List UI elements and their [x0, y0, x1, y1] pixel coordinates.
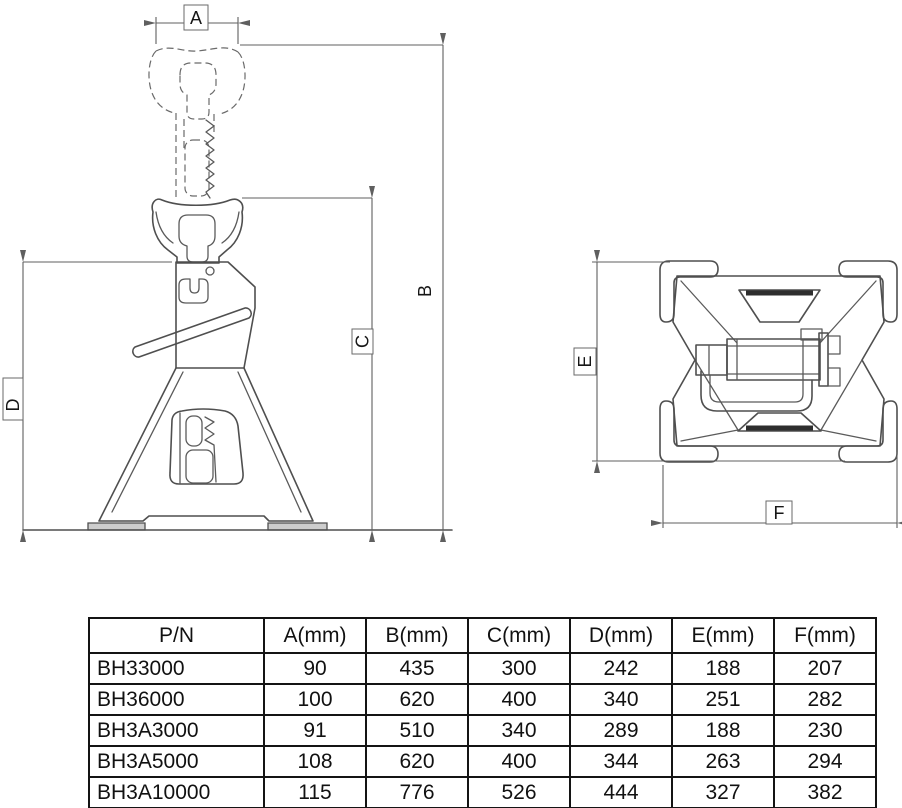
release-handle — [133, 308, 251, 357]
part-number-cell: BH3A3000 — [88, 714, 265, 747]
table-cell: 400 — [467, 745, 571, 778]
part-number-cell: BH3A10000 — [88, 776, 265, 808]
table-cell: 300 — [467, 652, 571, 685]
table-cell: 91 — [263, 714, 367, 747]
table-cell: 620 — [365, 745, 469, 778]
table-cell: 294 — [773, 745, 877, 778]
dim-label-b: B — [415, 285, 435, 297]
spec-table: P/N A(mm) B(mm) C(mm) D(mm) E(mm) F(mm) … — [88, 617, 877, 808]
table-cell: 100 — [263, 683, 367, 716]
technical-drawing: A B C D — [0, 0, 902, 542]
hand-holes — [738, 290, 821, 431]
dim-label-c: C — [353, 335, 373, 348]
keyhole-slot — [179, 279, 208, 303]
pyramid-edges — [681, 281, 876, 441]
table-row: BH3A5000 108 620 400 344 263 294 — [88, 745, 877, 778]
column-housing — [133, 262, 255, 368]
pin-hole — [206, 267, 214, 275]
dim-label-d: D — [3, 399, 23, 412]
dim-label-a: A — [190, 8, 202, 28]
table-cell: 188 — [671, 652, 775, 685]
table-cell: 435 — [365, 652, 469, 685]
ratchet-teeth — [206, 120, 214, 198]
table-header-row: P/N A(mm) B(mm) C(mm) D(mm) E(mm) F(mm) — [88, 617, 877, 654]
dim-label-box-e — [574, 348, 596, 375]
dim-label-box-c — [352, 329, 373, 354]
table-cell: 327 — [671, 776, 775, 808]
table-cell: 510 — [365, 714, 469, 747]
table-cell: 90 — [263, 652, 367, 685]
corner-feet — [660, 261, 897, 462]
table-cell: 400 — [467, 683, 571, 716]
table-row: BH33000 90 435 300 242 188 207 — [88, 652, 877, 685]
table-cell: 340 — [467, 714, 571, 747]
left-foot-pad — [88, 523, 145, 530]
lowered-saddle — [152, 199, 243, 263]
table-header-cell-f: F(mm) — [773, 617, 877, 654]
table-cell: 115 — [263, 776, 367, 808]
dimension-a: A — [144, 5, 250, 44]
handle-loop — [701, 371, 812, 411]
raised-saddle-phantom — [149, 48, 245, 198]
table-cell: 382 — [773, 776, 877, 808]
table-cell: 340 — [569, 683, 673, 716]
jack-stand-top-view: E F — [574, 250, 902, 528]
part-number-cell: BH3A5000 — [88, 745, 265, 778]
part-number-cell: BH33000 — [88, 652, 265, 685]
dim-label-e: E — [575, 355, 595, 367]
table-cell: 251 — [671, 683, 775, 716]
a-frame-base — [23, 368, 452, 530]
table-cell: 188 — [671, 714, 775, 747]
table-cell: 620 — [365, 683, 469, 716]
dimension-d: D — [3, 250, 172, 542]
table-header-cell-c: C(mm) — [467, 617, 571, 654]
dim-label-box-d — [3, 378, 23, 420]
dim-label-f: F — [774, 503, 785, 523]
table-cell: 344 — [569, 745, 673, 778]
table-row: BH3A3000 91 510 340 289 188 230 — [88, 714, 877, 747]
right-foot-pad — [268, 523, 327, 530]
table-header-cell-d: D(mm) — [569, 617, 673, 654]
top-view-body — [673, 276, 884, 446]
table-cell: 263 — [671, 745, 775, 778]
table-header-cell-e: E(mm) — [671, 617, 775, 654]
jack-stand-front-view: A B C D — [3, 5, 452, 542]
table-cell: 289 — [569, 714, 673, 747]
table-cell: 108 — [263, 745, 367, 778]
table-row: BH36000 100 620 400 340 251 282 — [88, 683, 877, 716]
table-header-cell-b: B(mm) — [365, 617, 469, 654]
ratchet-pawl-block — [696, 329, 840, 386]
table-header-cell-a: A(mm) — [263, 617, 367, 654]
table-row: BH3A10000 115 776 526 444 327 382 — [88, 776, 877, 808]
front-window — [170, 409, 243, 484]
table-cell: 242 — [569, 652, 673, 685]
table-cell: 207 — [773, 652, 877, 685]
table-cell: 444 — [569, 776, 673, 808]
table-cell: 526 — [467, 776, 571, 808]
dim-label-box-f — [766, 501, 792, 524]
dim-label-box-a — [184, 5, 208, 30]
table-cell: 776 — [365, 776, 469, 808]
part-number-cell: BH36000 — [88, 683, 265, 716]
dimension-e: E — [574, 250, 845, 473]
pawl-tab — [801, 329, 822, 340]
table-cell: 230 — [773, 714, 877, 747]
table-cell: 282 — [773, 683, 877, 716]
dimension-b: B — [240, 33, 446, 542]
dimension-f: F — [651, 452, 902, 528]
dimension-c: C — [242, 186, 375, 542]
table-header-cell-pn: P/N — [88, 617, 265, 654]
